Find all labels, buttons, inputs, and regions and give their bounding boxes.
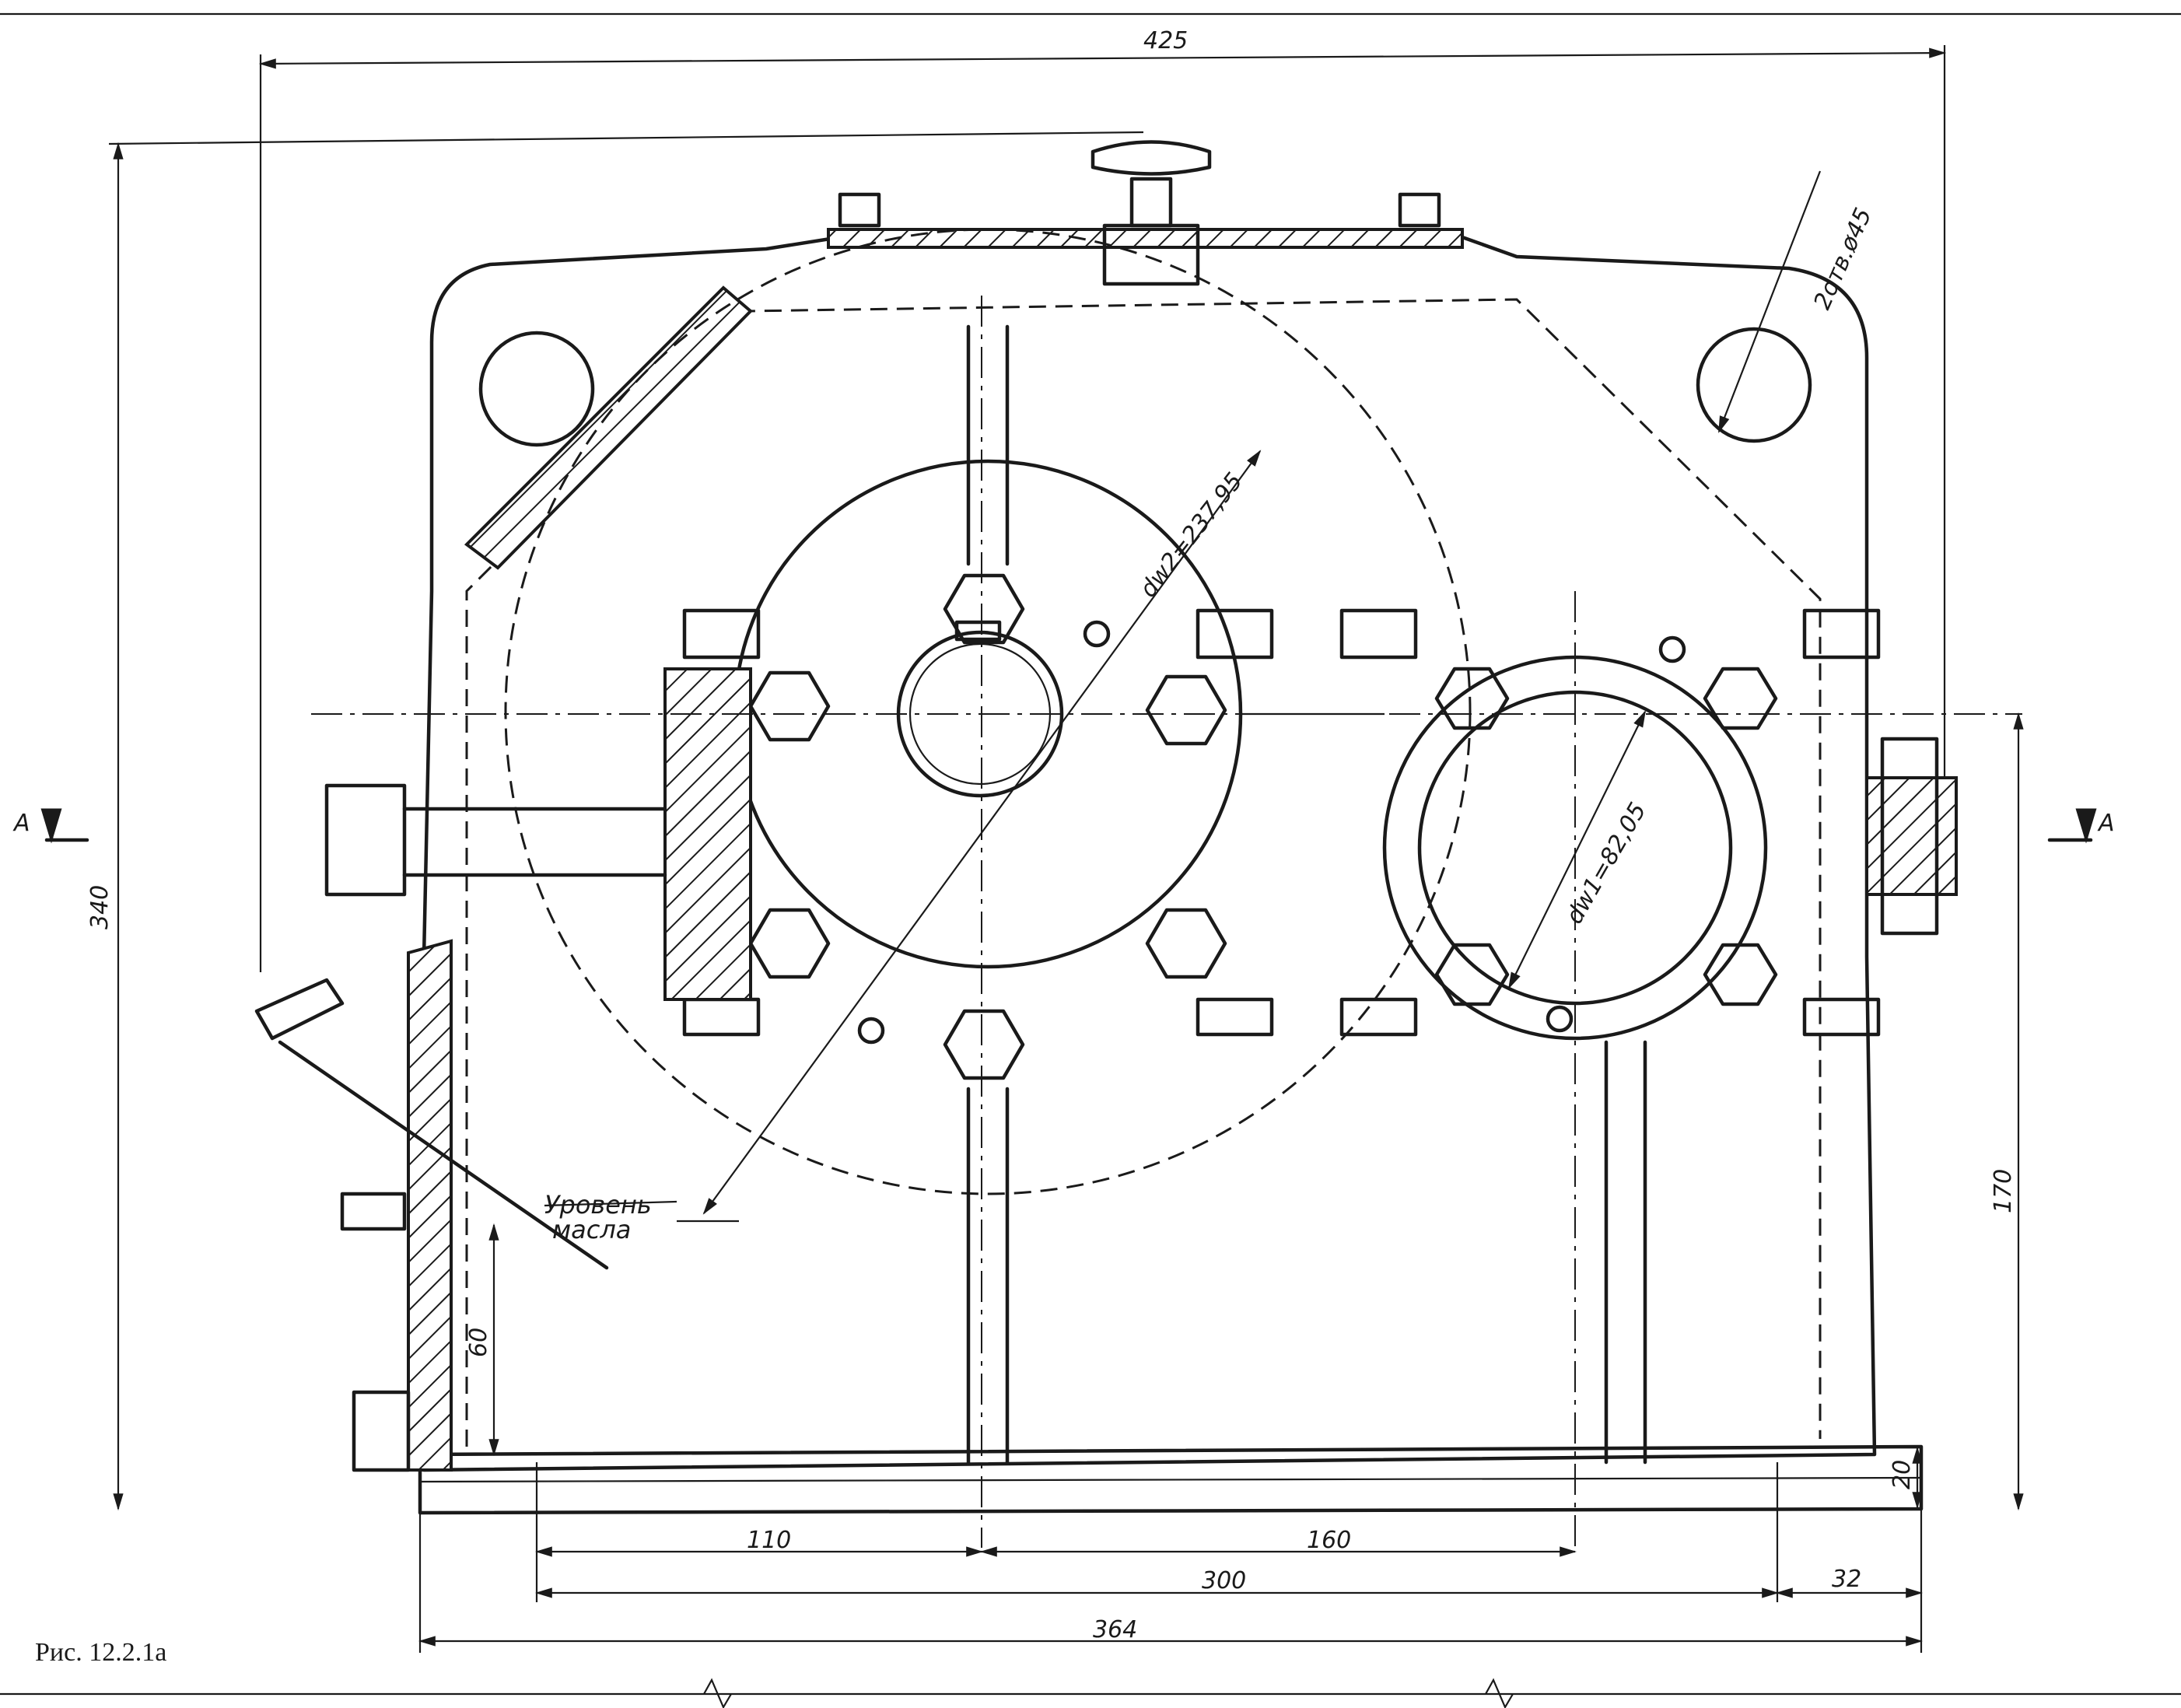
hex-bolt-lower-right xyxy=(1145,908,1227,979)
dw2-label: dw2=237,95 xyxy=(1135,467,1248,602)
lifting-hole-left xyxy=(478,331,595,447)
pin-hole-c xyxy=(1658,635,1686,663)
dim-300-text: 300 xyxy=(1202,1567,1246,1594)
vertical-rib-1 xyxy=(966,1087,1010,1465)
dim-425-text: 425 xyxy=(1143,27,1188,54)
breather-stem xyxy=(1129,177,1173,228)
figure-caption: Рис. 12.2.1а xyxy=(35,1638,166,1667)
dim-364-text: 364 xyxy=(1093,1616,1137,1643)
oil-dipstick[interactable] xyxy=(278,1040,609,1270)
dipstick-handle-icon[interactable] xyxy=(254,978,345,1041)
hex-bolt-upper-left xyxy=(748,670,831,742)
left-lug-section[interactable] xyxy=(663,667,752,1001)
svg-text:A: A xyxy=(2097,810,2115,837)
section-marker-left: A xyxy=(12,808,89,844)
hex-bolt-small-1 xyxy=(1434,667,1510,730)
oil-gauge-housing xyxy=(407,939,453,1472)
section-marker-right: A xyxy=(2047,808,2115,844)
hex-bolt-bottom xyxy=(943,1009,1025,1080)
gauge-bolt xyxy=(340,1192,407,1231)
bolt-head-2 xyxy=(1339,608,1418,660)
dim-425-line xyxy=(258,47,1947,69)
cover-bolt-right xyxy=(1398,192,1441,228)
split-flange-bolts xyxy=(682,608,1881,1037)
svg-text:A: A xyxy=(12,810,30,837)
oil-level-leader xyxy=(544,1200,677,1207)
dim-110-text: 110 xyxy=(747,1527,791,1554)
hex-bolt-small-2 xyxy=(1703,667,1778,730)
hex-bolt-lower-left xyxy=(748,908,831,979)
dim-170-text: 170 xyxy=(1990,1169,2017,1213)
oil-level-text-1: Уровень xyxy=(544,1190,652,1220)
left-bolt xyxy=(324,783,407,897)
dim-20-text: 20 xyxy=(1889,1460,1916,1489)
bolt-head-8 xyxy=(1802,997,1881,1037)
bolt-group-small xyxy=(1434,635,1778,1033)
left-hatched-rib xyxy=(464,285,753,570)
bolt-head-7 xyxy=(1802,608,1881,660)
breather-cap-icon[interactable] xyxy=(1090,140,1212,176)
oil-level-text-2: масла xyxy=(552,1215,631,1244)
bolt-group-large xyxy=(748,573,1227,1080)
top-cover xyxy=(827,228,1464,249)
drain-plug[interactable] xyxy=(352,1390,411,1472)
hex-bolt-upper-right xyxy=(1145,674,1227,746)
lifting-hole-right xyxy=(1696,327,1812,443)
pin-hole-d xyxy=(1546,1005,1574,1033)
right-lug-section xyxy=(1865,776,1958,896)
pin-hole-b xyxy=(857,1017,885,1045)
dw1-leader xyxy=(1508,710,1646,989)
bolt-head-6 xyxy=(682,997,761,1037)
dw2-leader xyxy=(702,450,1262,1215)
vertical-rib-2 xyxy=(1604,1040,1647,1465)
dim-60-text: 60 xyxy=(465,1328,492,1357)
cover-bolt-left xyxy=(838,192,881,228)
housing-outline xyxy=(422,235,1877,1472)
hex-bolt-small-3 xyxy=(1434,943,1510,1006)
break-mark-right xyxy=(1485,1678,1514,1708)
right-bolt xyxy=(1880,737,1939,936)
dim-340-ext-top xyxy=(108,131,1144,145)
left-arm xyxy=(402,807,667,877)
dim-160-text: 160 xyxy=(1307,1527,1351,1554)
base-line xyxy=(419,1476,1922,1483)
dim-32-text: 32 xyxy=(1832,1566,1861,1593)
break-mark-left xyxy=(703,1678,732,1708)
vertical-rib-top xyxy=(966,324,1010,566)
hex-bolt-small-4 xyxy=(1703,943,1778,1006)
holes-dim-line xyxy=(1717,170,1822,434)
holes-dim-text: 2отв.ø45 xyxy=(1808,204,1877,313)
dim-340-text: 340 xyxy=(86,885,114,929)
pin-hole-a xyxy=(1083,620,1111,648)
bolt-head-3 xyxy=(1196,997,1274,1037)
bolt-head-1 xyxy=(1196,608,1274,660)
bolt-head-4 xyxy=(1339,997,1418,1037)
